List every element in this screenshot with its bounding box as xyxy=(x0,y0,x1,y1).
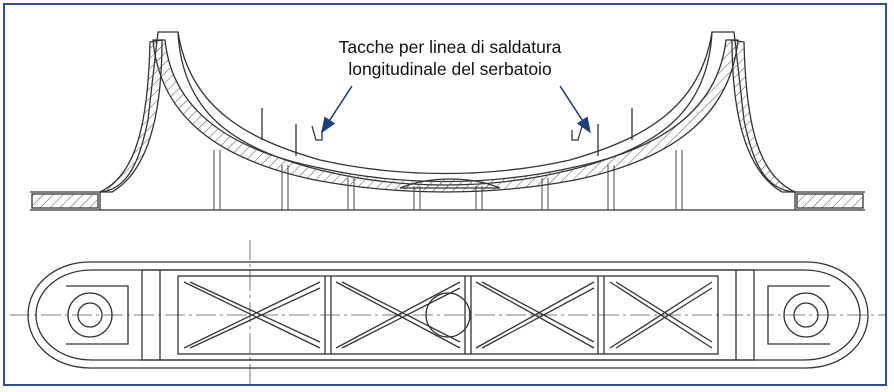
rib-panel-right xyxy=(597,108,633,156)
bolt-hole-right-outer xyxy=(783,292,829,338)
right-wall-hatch xyxy=(731,39,796,193)
callout-arrow-left xyxy=(321,85,353,134)
callout-line-1: Tacche per linea di saldatura xyxy=(338,37,562,57)
flange-hatch-left xyxy=(31,193,99,209)
plan-view xyxy=(10,240,886,388)
bolt-hole-left-outer xyxy=(67,292,113,338)
end-pocket-left xyxy=(66,285,129,345)
flange-hatch-right xyxy=(796,193,864,209)
end-pocket-right xyxy=(767,285,830,345)
bolt-hole-left xyxy=(77,302,103,328)
center-pad xyxy=(399,178,501,189)
plan-outline-inner xyxy=(35,269,861,361)
bolt-hole-right xyxy=(793,302,819,328)
rib-panel-left xyxy=(261,108,297,156)
left-wall-hatch xyxy=(99,39,163,193)
vertical-ribs xyxy=(213,150,683,210)
center-boss xyxy=(425,292,471,338)
saddle-surface xyxy=(177,31,713,175)
plan-outline xyxy=(27,261,869,369)
section-view xyxy=(30,31,865,211)
web-frame-inner xyxy=(177,275,719,355)
callout-arrow-right xyxy=(559,85,591,134)
weld-notch-left xyxy=(311,125,323,141)
web-frame xyxy=(141,269,755,361)
cross-ribs xyxy=(183,281,713,349)
weld-notch-callout: Tacche per linea di saldatura longitudin… xyxy=(282,36,618,80)
callout-line-2: longitudinale del serbatoio xyxy=(348,59,552,79)
saddle-shell-hatch xyxy=(152,39,739,193)
weld-notch-right xyxy=(571,125,583,141)
